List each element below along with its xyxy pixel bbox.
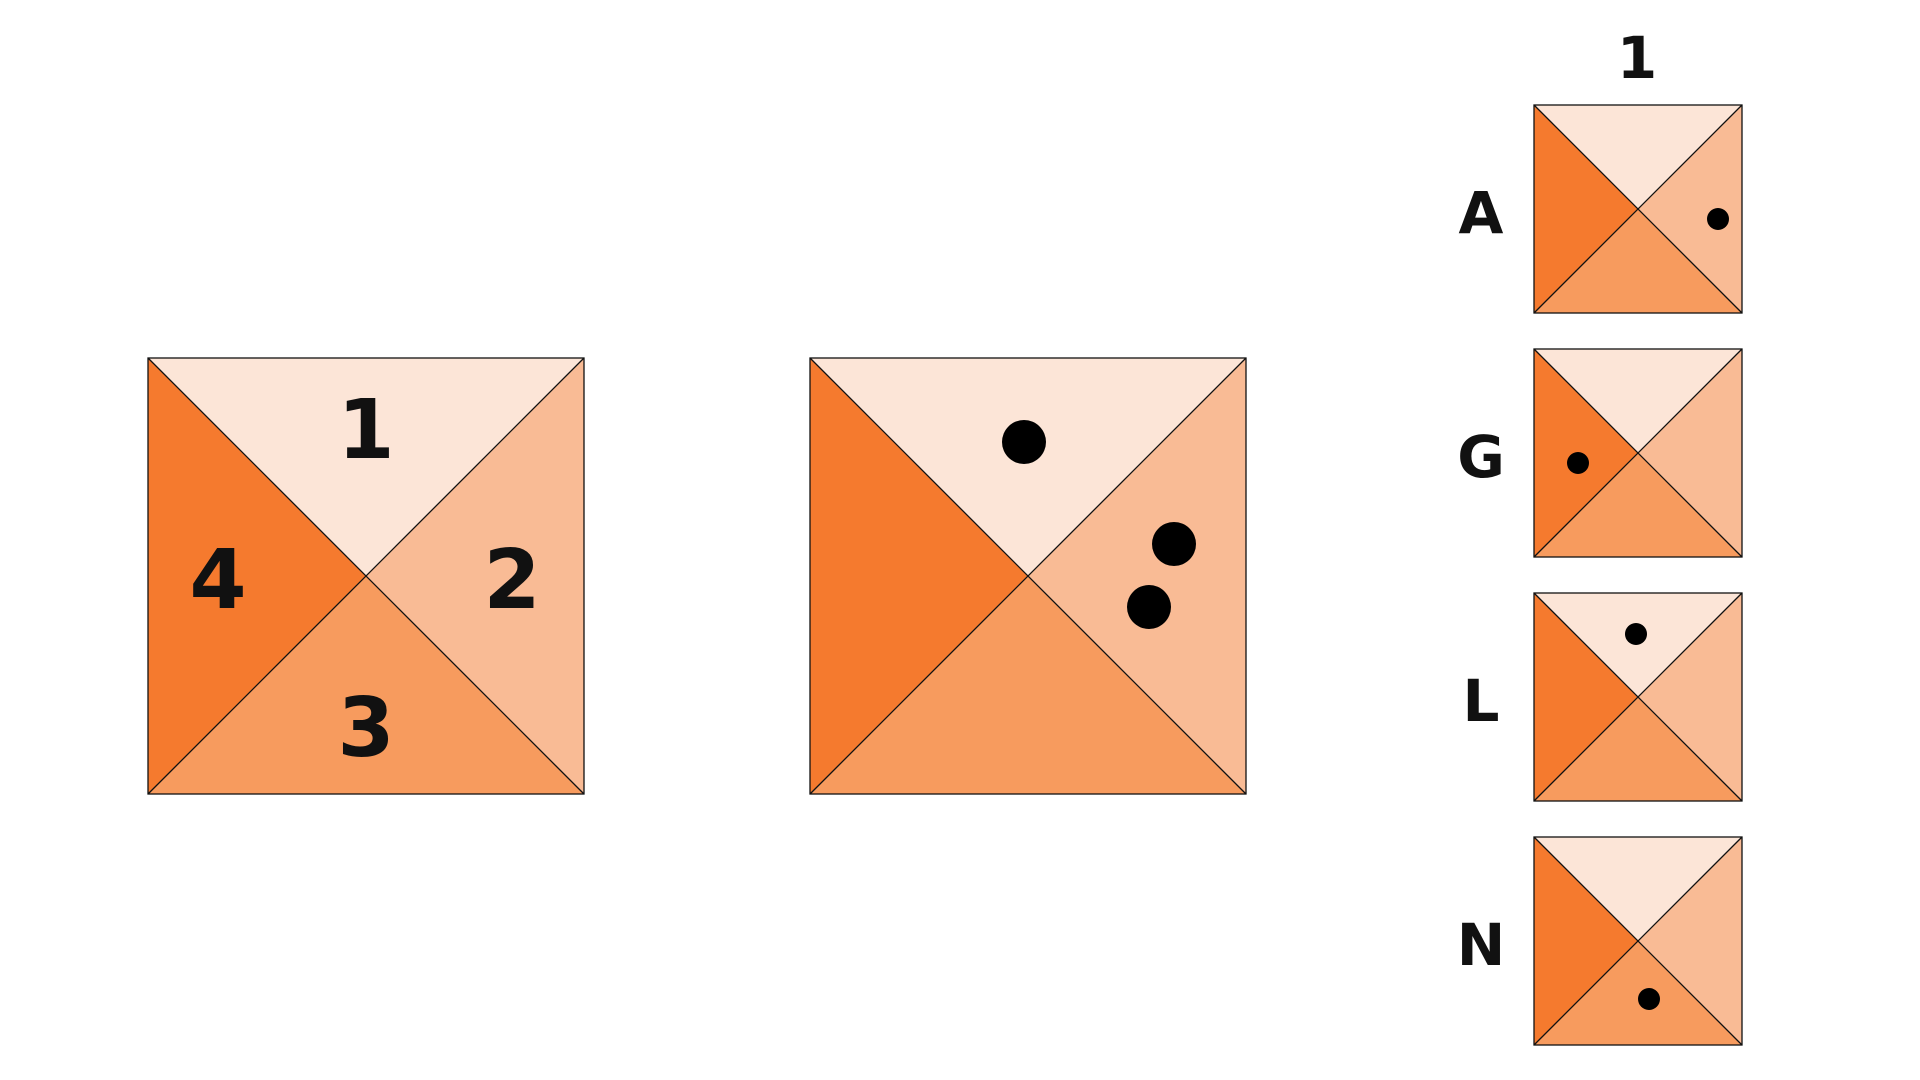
answer-option-n[interactable]: N (1457, 836, 1743, 1046)
option-letter-a: A (1459, 179, 1504, 247)
legend-region-top (148, 358, 584, 576)
question-region-bottom (810, 576, 1246, 794)
question-dot-right-2 (1127, 585, 1171, 629)
question-region-left (810, 358, 1028, 794)
legend-square: 1 2 3 4 (147, 357, 585, 795)
legend-label-1: 1 (337, 383, 394, 478)
option-g-dot (1567, 452, 1589, 474)
answer-option-a[interactable]: A (1459, 104, 1743, 314)
legend-label-3: 3 (337, 681, 394, 776)
legend-region-left (148, 358, 366, 794)
answer-option-g[interactable]: G (1457, 348, 1743, 558)
legend-region-bottom (148, 576, 584, 794)
option-n-dot (1638, 988, 1660, 1010)
legend-region-right (366, 358, 584, 794)
question-dot-right-1 (1152, 522, 1196, 566)
question-square (809, 357, 1247, 795)
legend-label-2: 2 (483, 533, 540, 628)
option-letter-n: N (1457, 911, 1506, 979)
question-dot-top (1002, 420, 1046, 464)
legend-label-4: 4 (189, 533, 246, 628)
answer-column-header: 1 (1617, 24, 1657, 92)
option-letter-g: G (1457, 423, 1505, 491)
option-letter-l: L (1463, 667, 1500, 735)
answer-option-l[interactable]: L (1463, 592, 1743, 802)
option-a-dot (1707, 208, 1729, 230)
question-region-top (810, 358, 1246, 576)
option-l-dot (1625, 623, 1647, 645)
question-region-right (1028, 358, 1246, 794)
